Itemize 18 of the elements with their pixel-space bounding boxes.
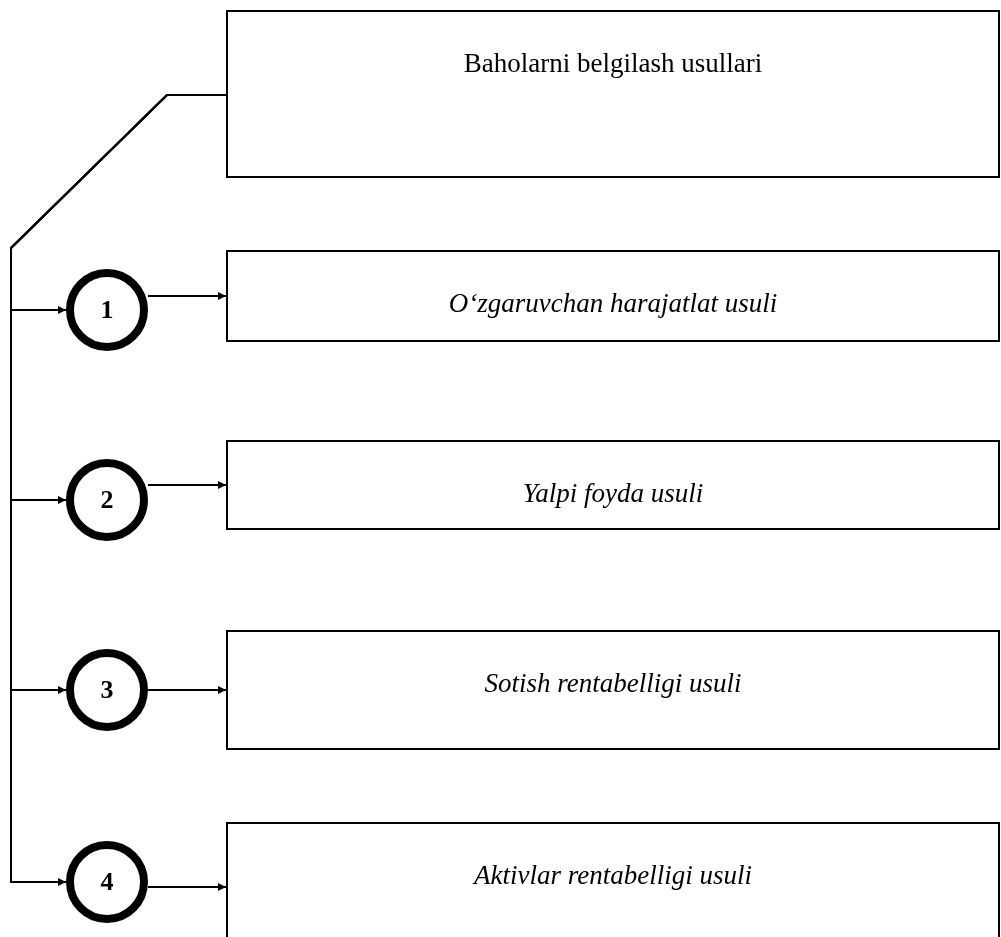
number-label: 3 bbox=[100, 677, 114, 703]
method-box bbox=[226, 250, 1000, 342]
arrow bbox=[147, 481, 227, 489]
arrow bbox=[147, 883, 227, 891]
method-box bbox=[226, 822, 1000, 937]
box-label: Yalpi foyda usuli bbox=[522, 480, 704, 507]
arrow bbox=[147, 292, 227, 300]
box-label: O‘zgaruvchan harajatlat usuli bbox=[448, 290, 778, 317]
arrow bbox=[147, 686, 227, 694]
number-label: 4 bbox=[100, 869, 114, 895]
box-label: Sotish rentabelligi usuli bbox=[484, 670, 742, 697]
title-box bbox=[226, 10, 1000, 178]
number-label: 1 bbox=[100, 297, 114, 323]
box-label: Baholarni belgilash usullari bbox=[463, 50, 763, 80]
method-box bbox=[226, 630, 1000, 750]
number-label: 2 bbox=[100, 487, 114, 513]
method-box bbox=[226, 440, 1000, 530]
box-label: Aktivlar rentabelligi usuli bbox=[474, 862, 752, 889]
